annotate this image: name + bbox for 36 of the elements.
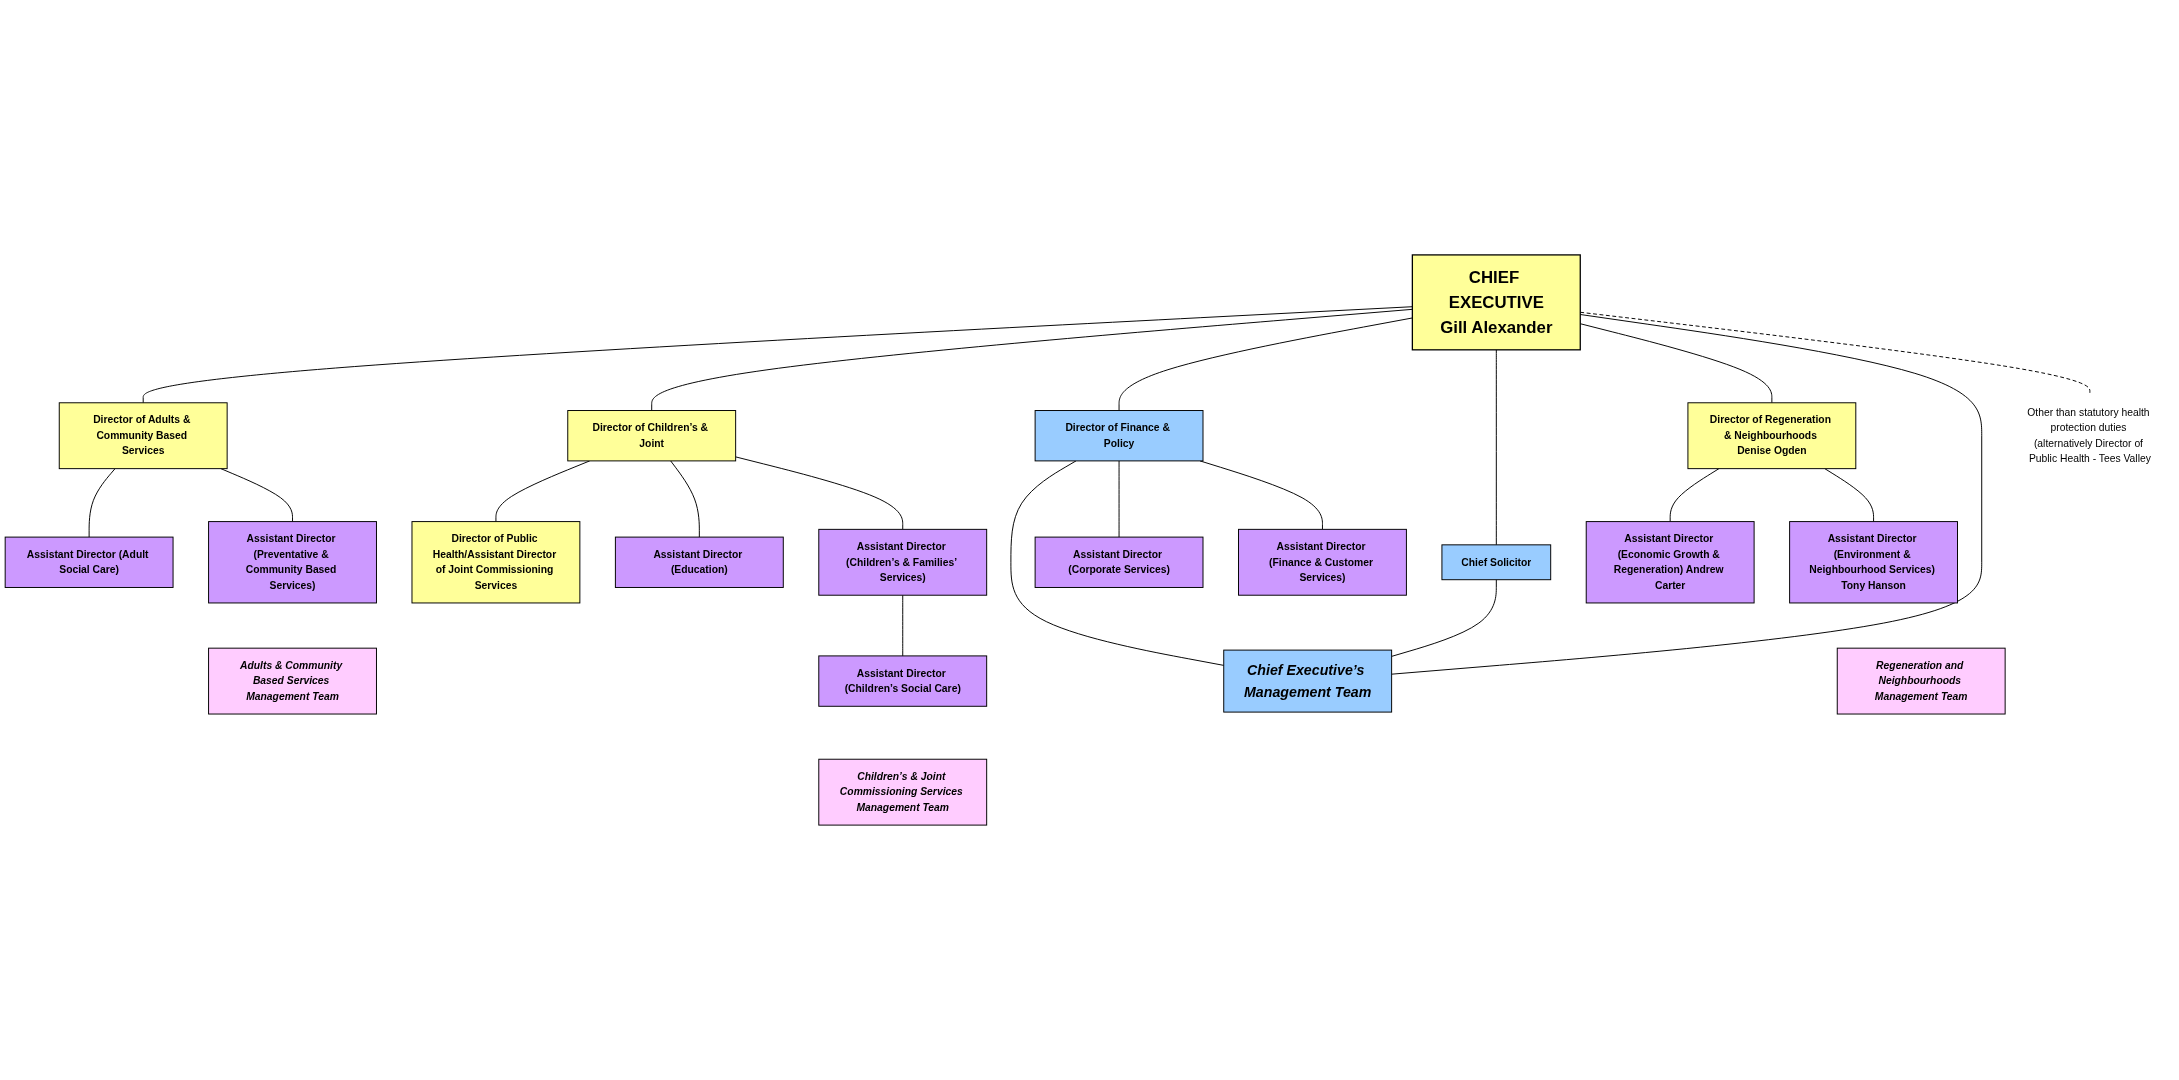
- connector: [1391, 314, 1983, 675]
- node-box: Director of Finance & Policy: [1034, 410, 1204, 462]
- connector: [670, 460, 700, 538]
- connector: [1495, 349, 1497, 546]
- node-box: Adults & Community Based Services Management Team: [208, 647, 377, 715]
- node-box: Chief Solicitor: [1441, 544, 1552, 581]
- connector: [1391, 579, 1497, 657]
- node-box: Assistant Director (Children’s Social Care): [818, 655, 988, 707]
- node-box: Director of Public Health/Assistant Director of Joint Commissioning Services: [411, 521, 581, 604]
- connector: [1118, 460, 1120, 538]
- node-box: Director of Adults & Community Based Services: [58, 402, 228, 470]
- node-box: Assistant Director (Education): [614, 536, 784, 588]
- node-box: Assistant Director (Children’s & Families’ Services): [818, 528, 988, 596]
- node-box: Assistant Director (Environment & Neighbourhood Services) Tony Hanson: [1789, 521, 1958, 604]
- node-box: Chief Executive’s Management Team: [1223, 649, 1393, 713]
- connector: [1118, 317, 1413, 411]
- node-box: Director of Regeneration & Neighbourhoods Denise Ogden: [1687, 402, 1857, 470]
- node-box: Assistant Director (Adult Social Care): [4, 536, 174, 588]
- node-box: Assistant Director (Economic Growth & Regeneration) Andrew Carter: [1585, 521, 1755, 604]
- connector: [142, 306, 1413, 404]
- connector: [1824, 468, 1875, 523]
- node-box: Assistant Director (Corporate Services): [1034, 536, 1204, 588]
- node-box: Regeneration and Neighbourhoods Management Team: [1836, 647, 2006, 715]
- node-box: Assistant Director (Finance & Customer Services): [1238, 528, 1407, 596]
- node-box: Assistant Director (Preventative & Community Based Services): [208, 521, 377, 604]
- node-text: Other than statutory health protection duties (alternatively Director of Public Health - Tees Valley: [2027, 406, 2151, 465]
- node-box: Children’s & Joint Commissioning Services Management Team: [818, 758, 988, 826]
- node-box: CHIEF EXECUTIVE Gill Alexander: [1411, 254, 1581, 351]
- connector: [88, 468, 116, 538]
- connector: [1010, 460, 1225, 666]
- connector: [902, 594, 904, 657]
- connector: [1669, 468, 1720, 523]
- connector: [651, 308, 1413, 411]
- connector: [220, 468, 293, 523]
- node-box: Director of Children’s & Joint: [567, 410, 737, 462]
- connector: [735, 456, 904, 530]
